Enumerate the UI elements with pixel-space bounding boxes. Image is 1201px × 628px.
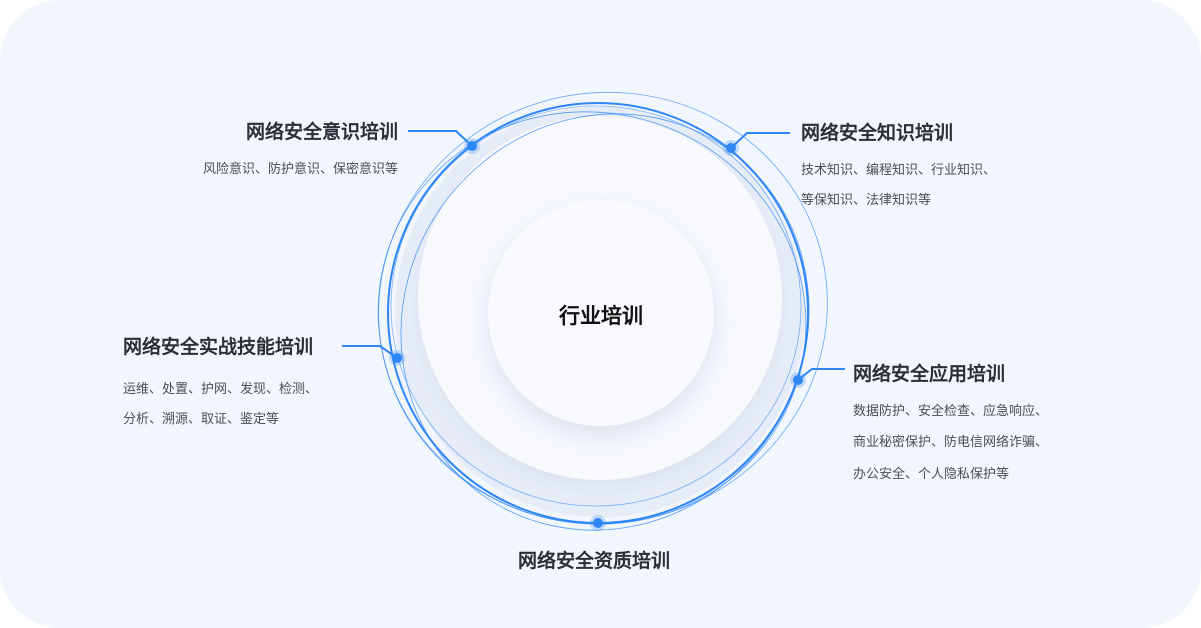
- connector-line: [408, 130, 473, 147]
- node-dot: [723, 140, 739, 156]
- item-desc-application-1: 数据防护、安全检查、应急响应、: [853, 404, 1049, 419]
- item-title-qualification: 网络安全资质培训: [518, 550, 671, 572]
- item-title-skills: 网络安全实战技能培训: [123, 336, 314, 358]
- item-desc-application-3: 办公安全、个人隐私保护等: [853, 467, 1010, 482]
- item-desc-knowledge-2: 等保知识、法律知识等: [801, 193, 932, 208]
- connector-line: [797, 368, 845, 381]
- connector-line: [730, 132, 790, 149]
- item-title-knowledge: 网络安全知识培训: [801, 122, 954, 144]
- inner-disc: [488, 200, 714, 426]
- ring: [390, 105, 802, 507]
- node-dot: [590, 515, 606, 531]
- ring: [377, 111, 807, 525]
- item-desc-application-2: 商业秘密保护、防电信网络诈骗、: [853, 435, 1049, 450]
- node-dot: [389, 350, 405, 366]
- item-desc-awareness: 风险意识、防护意识、保密意识等: [202, 162, 398, 177]
- item-title-awareness: 网络安全意识培训: [245, 121, 398, 143]
- item-title-application: 网络安全应用培训: [853, 363, 1006, 385]
- item-desc-knowledge-1: 技术知识、编程知识、行业知识、: [801, 163, 997, 178]
- connector-line: [342, 345, 398, 359]
- center-label: 行业培训: [559, 304, 643, 328]
- node-dot: [464, 138, 480, 154]
- item-desc-skills-1: 运维、处置、护网、发现、检测、: [123, 382, 319, 397]
- item-desc-skills-2: 分析、溯源、取证、鉴定等: [123, 412, 280, 427]
- node-dot: [790, 372, 806, 388]
